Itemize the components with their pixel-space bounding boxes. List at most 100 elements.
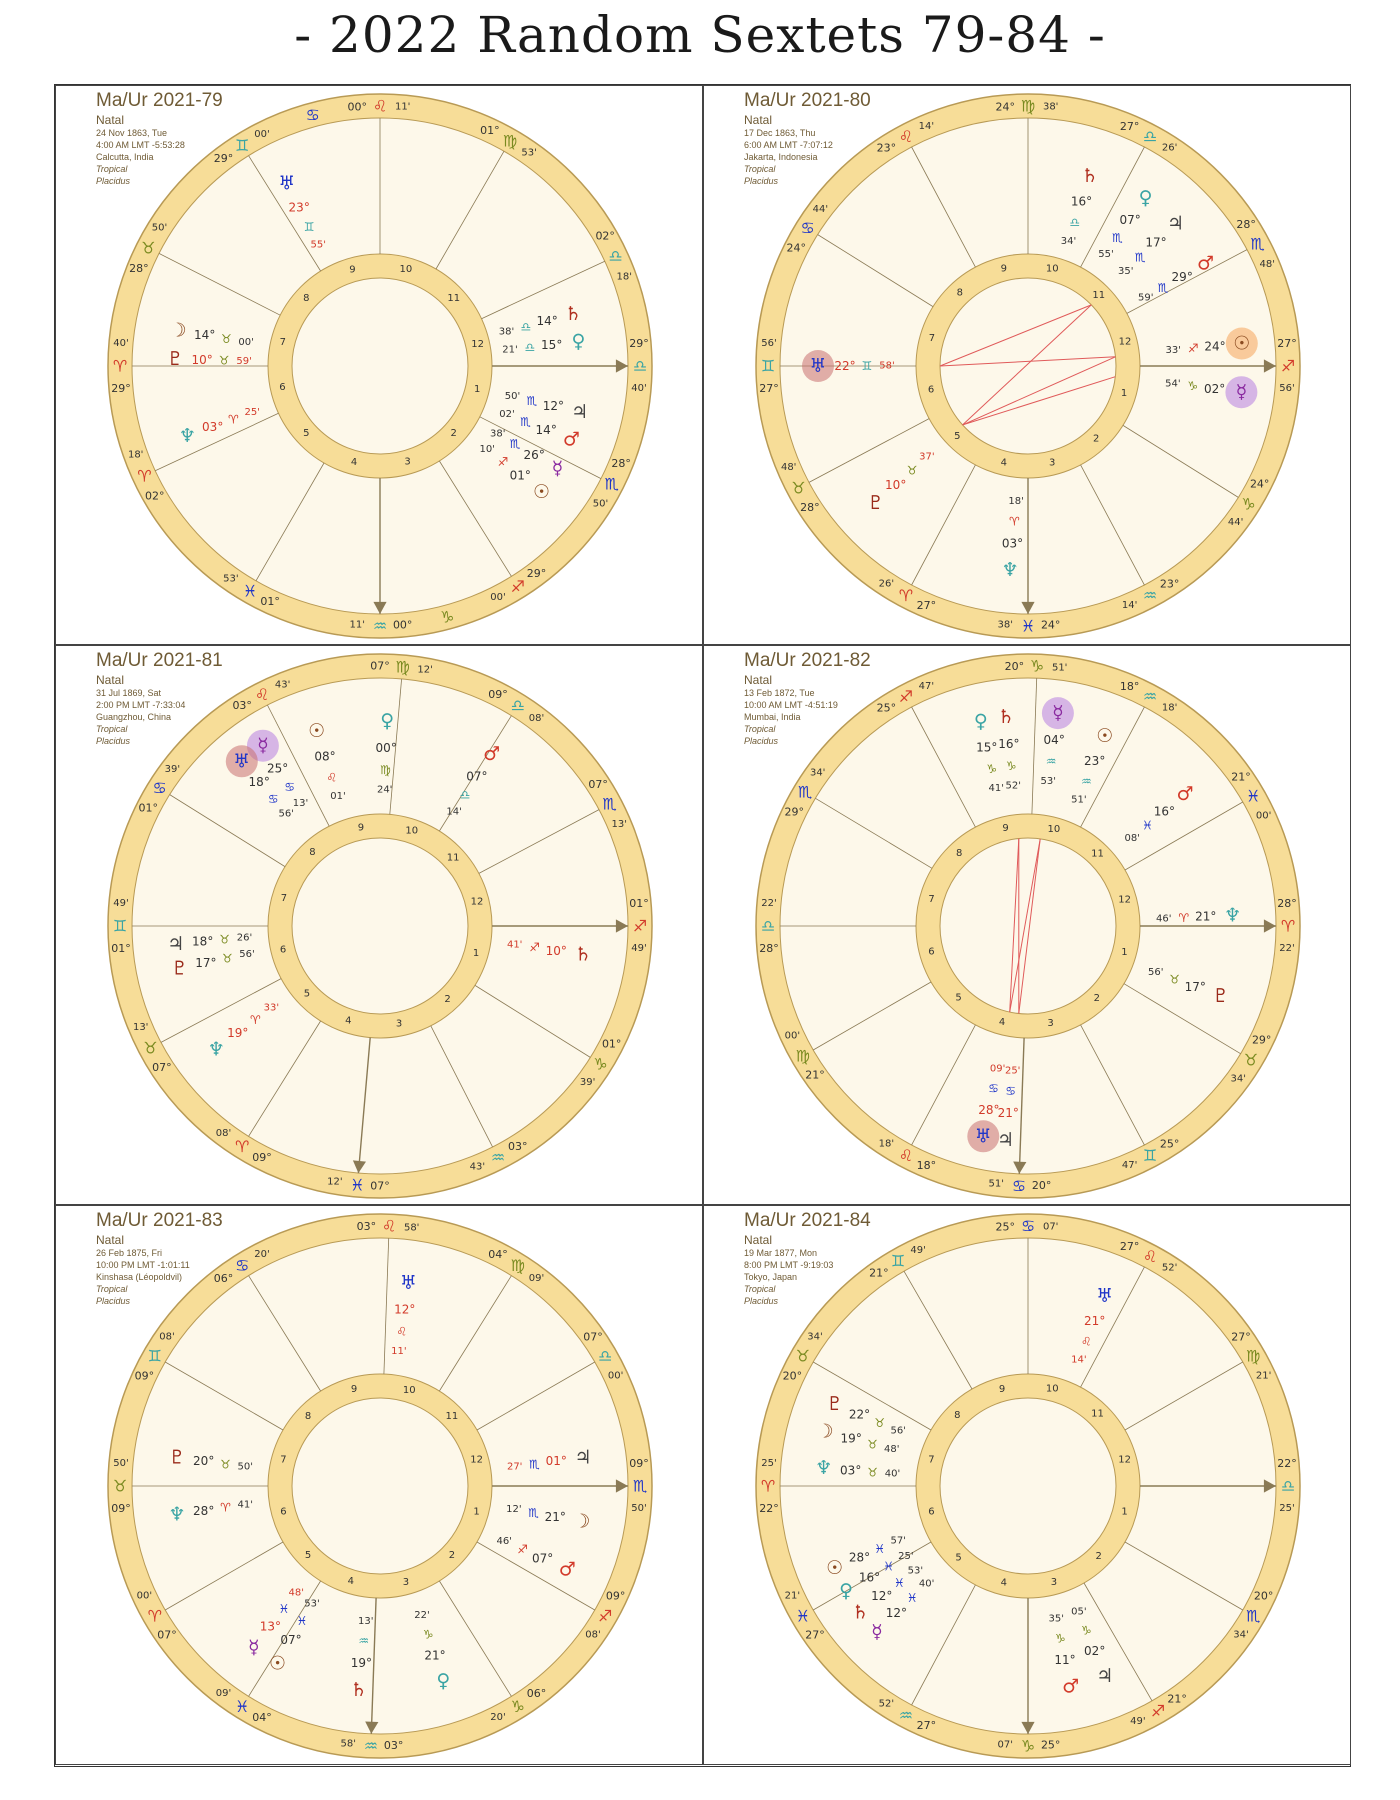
planet-minute: 08' [1124, 833, 1139, 844]
cusp-degree: 01° [629, 897, 649, 910]
cusp-degree: 27° [917, 1719, 937, 1732]
planet-minute: 25' [898, 1551, 913, 1562]
house-number: 10 [400, 264, 413, 275]
cusp-minute: 26' [879, 579, 894, 590]
chart-place: Mumbai, India [744, 712, 801, 722]
uranus-icon: ♅ [400, 1272, 417, 1294]
chart-date: 26 Feb 1875, Fri [96, 1248, 163, 1258]
planet-degree: 18° [249, 775, 270, 789]
cusp-degree: 07° [152, 1061, 172, 1074]
cusp-degree: 20° [1254, 1589, 1274, 1602]
cusp-sign-icon: ♏ [605, 475, 619, 494]
chart-title: Ma/Ur 2021-79 [96, 90, 223, 111]
cusp-minute: 48' [781, 462, 796, 473]
mercury-icon: ☿ [248, 1637, 260, 1659]
cusp-minute: 34' [807, 1331, 822, 1342]
house-number: 4 [1001, 458, 1007, 469]
planet-minute: 40' [885, 1469, 900, 1480]
cusp-sign-icon: ♌ [899, 1146, 913, 1165]
cusp-sign-icon: ♑ [593, 1054, 607, 1073]
cusp-minute: 38' [1043, 102, 1058, 113]
cusp-sign-icon: ♓ [1246, 787, 1260, 806]
cusp-sign-icon: ♏ [633, 1477, 647, 1496]
cusp-minute: 08' [585, 1630, 600, 1641]
cusp-sign-icon: ♍ [1021, 97, 1035, 116]
cusp-minute: 00' [1256, 811, 1271, 822]
house-number: 4 [999, 1017, 1005, 1028]
inner-circle [291, 277, 469, 455]
house-number: 8 [303, 293, 309, 304]
planet-minute: 56' [890, 1425, 905, 1436]
house-number: 1 [474, 384, 480, 395]
cusp-sign-icon: ♎ [633, 357, 647, 376]
planet-degree: 10° [546, 944, 567, 958]
planet-minute: 13' [293, 798, 308, 809]
cusp-degree: 09° [252, 1151, 272, 1164]
house-cusp-line [1123, 983, 1241, 1055]
cusp-degree: 29° [785, 806, 805, 819]
inner-circle [939, 837, 1117, 1015]
cusp-sign-icon: ♐ [1281, 357, 1295, 376]
cusp-minute: 50' [152, 223, 167, 234]
house-number: 8 [954, 1410, 960, 1421]
venus-icon: ♀ [839, 1580, 853, 1602]
house-cusp-line [357, 1037, 371, 1174]
sun-icon: ☉ [308, 720, 325, 742]
cusp-sign-icon: ♈ [235, 1137, 249, 1156]
house-cusp-line [1080, 1266, 1145, 1388]
planet-minute: 14' [1071, 1354, 1086, 1365]
cusp-minute: 40' [631, 383, 646, 394]
cusp-minute: 26' [1162, 142, 1177, 153]
cusp-minute: 48' [1260, 259, 1275, 270]
planet-minute: 56' [239, 949, 254, 960]
planet-sign-icon: ♋ [284, 780, 295, 794]
cusp-sign-icon: ♎ [1281, 1477, 1295, 1496]
aspect-line [1009, 838, 1020, 1013]
planet-minute: 12' [506, 1504, 521, 1515]
planet-degree: 00° [376, 741, 397, 755]
cusp-degree: 03° [508, 1140, 528, 1153]
house-number: 1 [1121, 1506, 1127, 1517]
planet-minute: 56' [278, 809, 293, 820]
planet-sign-icon: ♎ [521, 320, 532, 334]
planet-degree: 01° [546, 1454, 567, 1468]
chart-time: 8:00 PM LMT -9:19:03 [744, 1260, 834, 1270]
planet-minute: 41' [989, 783, 1004, 794]
house-number: 12 [1119, 336, 1132, 347]
planet-minute: 09' [990, 1063, 1005, 1074]
planet-degree: 15° [976, 741, 997, 755]
planet-sign-icon: ♐ [1188, 342, 1199, 356]
cusp-degree: 28° [759, 942, 779, 955]
axis-arrow [615, 919, 628, 933]
cusp-sign-icon: ♌ [255, 685, 269, 704]
planet-sign-icon: ♑ [986, 762, 997, 776]
planet-minute: 05' [1071, 1607, 1086, 1618]
planet-degree: 08° [314, 750, 335, 764]
cusp-minute: 11' [350, 620, 365, 631]
house-cusp-line [248, 1275, 321, 1392]
cusp-minute: 00' [608, 1371, 623, 1382]
house-cusp-line [476, 1541, 595, 1611]
cusp-sign-icon: ♈ [148, 1607, 162, 1626]
house-number: 12 [470, 1455, 483, 1466]
planet-sign-icon: ♎ [525, 341, 536, 355]
house-cusp-line [248, 1020, 321, 1137]
cusp-sign-icon: ♑ [1241, 494, 1255, 513]
chart-houses: Placidus [744, 176, 779, 186]
cusp-minute: 49' [631, 943, 646, 954]
house-number: 8 [305, 1411, 311, 1422]
cusp-sign-icon: ♍ [511, 1256, 525, 1275]
cusp-sign-icon: ♊ [148, 1347, 162, 1366]
chart-kind: Natal [96, 1233, 125, 1247]
planet-minute: 27' [507, 1462, 522, 1473]
cusp-degree: 09° [135, 1370, 155, 1383]
chart-date: 13 Feb 1872, Tue [744, 688, 815, 698]
house-cusp-line [911, 464, 976, 586]
cusp-degree: 20° [1005, 660, 1025, 673]
planet-degree: 23° [1084, 754, 1105, 768]
cusp-minute: 58' [404, 1222, 419, 1233]
planet-minute: 50' [238, 1462, 253, 1473]
